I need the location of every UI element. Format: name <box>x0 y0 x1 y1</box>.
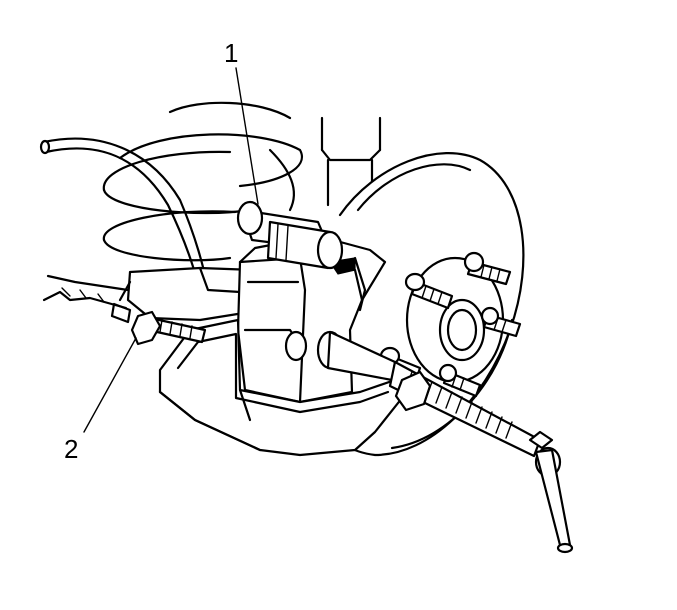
leader-lines <box>83 67 259 433</box>
leader-line-2 <box>83 337 137 433</box>
wheel-stud-right <box>480 306 522 338</box>
control-arm <box>42 274 130 310</box>
caliper-bolt <box>110 302 207 346</box>
wheel-stud-top <box>463 251 512 286</box>
t-handle <box>528 430 574 554</box>
clamp-screw <box>316 330 542 458</box>
wheel-stud-bottom <box>438 363 482 398</box>
coil-spring <box>102 101 303 262</box>
leader-line-1 <box>235 67 259 205</box>
callout-label-1: 1 <box>224 38 238 68</box>
wheel-stud-left <box>404 272 454 310</box>
callout-label-2: 2 <box>64 434 78 464</box>
brake-piston <box>236 200 344 270</box>
